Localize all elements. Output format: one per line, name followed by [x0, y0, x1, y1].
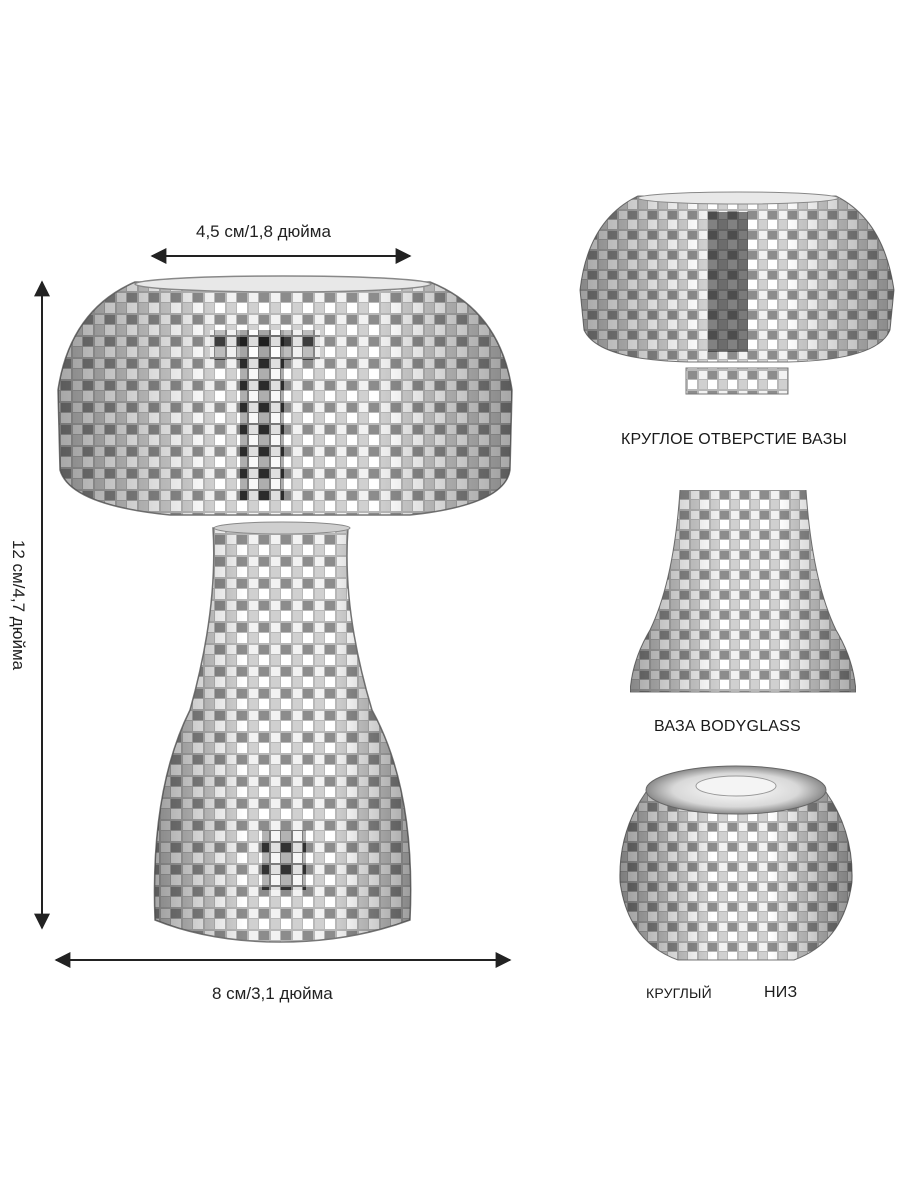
detail-bottom-image [618, 762, 854, 962]
bottom-caption-right: НИЗ [764, 984, 798, 1001]
bottom-width-label: 8 см/3,1 дюйма [212, 984, 333, 1003]
detail-body-image [630, 490, 856, 695]
disco-mushroom-vase-image [57, 275, 513, 943]
top-width-label: 4,5 см/1,8 дюйма [196, 222, 331, 241]
body-caption: ВАЗА BODYGLASS [654, 718, 801, 735]
top-opening-caption: КРУГЛОЕ ОТВЕРСТИЕ ВАЗЫ [621, 431, 847, 448]
main-vase-illustration [50, 270, 530, 950]
bottom-caption-left: КРУГЛЫЙ [646, 985, 712, 1001]
detail-top-opening-image [578, 190, 898, 400]
height-label: 12 см/4,7 дюйма [9, 539, 28, 671]
